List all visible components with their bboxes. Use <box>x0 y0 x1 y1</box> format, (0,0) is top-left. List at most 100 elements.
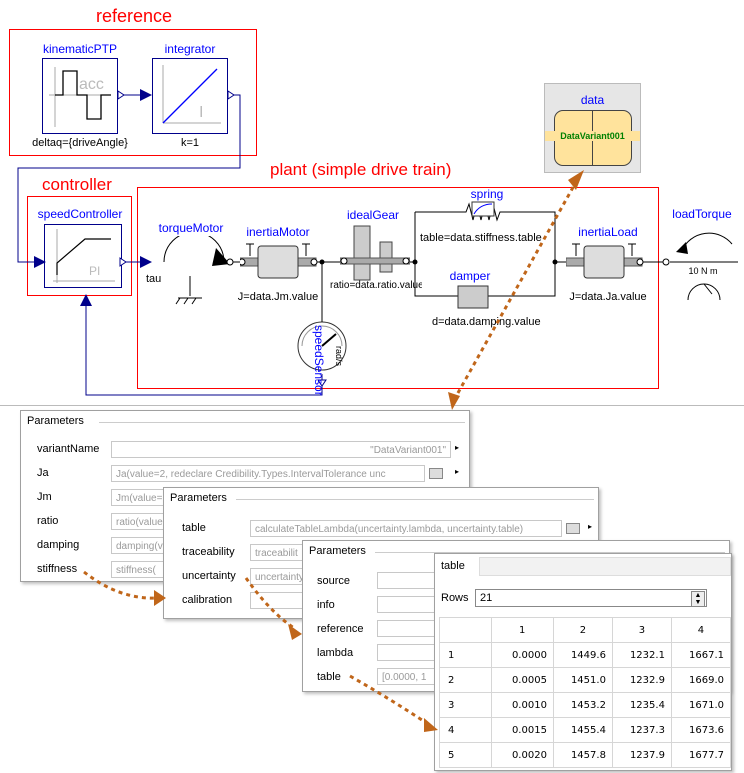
acc-profile-icon: acc <box>49 67 111 127</box>
param-label-uncertainty: uncertainty <box>182 570 236 582</box>
spring-name: spring <box>470 187 504 201</box>
table-row: 4 0.0015 1455.4 1237.3 1673.6 <box>439 717 731 743</box>
integrator-param: k=1 <box>180 137 200 149</box>
rows-label: Rows <box>441 592 469 604</box>
table-cell[interactable]: 1237.9 <box>611 742 672 768</box>
load-torque-icon[interactable] <box>662 222 742 306</box>
panel-header-rule <box>99 422 465 423</box>
data-name: data <box>580 93 605 107</box>
controller-label: controller <box>42 175 112 194</box>
rows-value: 21 <box>480 592 493 604</box>
integrator-name: integrator <box>164 42 216 56</box>
inertia-motor-param: J=data.Jm.value <box>237 291 319 303</box>
speed-controller-block[interactable]: PI <box>44 224 122 288</box>
param-label-source: source <box>317 575 351 587</box>
table-cell[interactable]: 1667.1 <box>670 642 731 668</box>
param-label-stiffness: stiffness <box>37 563 78 575</box>
table-editor-title: table <box>441 560 465 572</box>
inertia-load-name: inertiaLoad <box>578 225 638 239</box>
param-label-info: info <box>317 599 335 611</box>
integrator-block[interactable]: I <box>152 58 228 134</box>
param-menu-icon[interactable]: ▸ <box>455 467 460 476</box>
table-cell[interactable]: 1677.7 <box>670 742 731 768</box>
table-row: 5 0.0020 1457.8 1237.9 1677.7 <box>439 742 731 768</box>
table-cell[interactable]: 1669.0 <box>670 667 731 693</box>
ideal-gear-param: ratio=data.ratio.value <box>330 280 422 291</box>
table-cell[interactable]: 1449.6 <box>552 642 613 668</box>
corner-cell <box>439 617 492 643</box>
table-row: 2 0.0005 1451.0 1232.9 1669.0 <box>439 667 731 693</box>
panel-title: Parameters <box>27 415 84 427</box>
column-header: 1 <box>490 617 554 643</box>
column-header: 2 <box>552 617 613 643</box>
table-cell[interactable]: 0.0015 <box>490 717 554 743</box>
torque-motor-icon[interactable] <box>150 236 235 308</box>
row-header: 1 <box>439 642 492 668</box>
speed-sensor-unit: rad/s <box>334 346 344 367</box>
param-label-variantname: variantName <box>37 443 100 455</box>
diagram-canvas <box>0 405 744 406</box>
reference-label: reference <box>96 6 173 26</box>
inertia-motor-name: inertiaMotor <box>246 225 310 239</box>
pi-graph-icon: PI <box>53 229 115 283</box>
data-variant-text: DataVariant001 <box>545 131 640 141</box>
rows-stepper-icon[interactable]: ▲▼ <box>691 591 705 607</box>
row-header: 2 <box>439 667 492 693</box>
plant-label: plant (simple drive train) <box>270 160 452 179</box>
inertia-motor-icon[interactable] <box>240 240 320 284</box>
param-field-ja[interactable]: Ja(value=2, redeclare Credibility.Types.… <box>111 465 425 482</box>
table-cell[interactable]: 1673.6 <box>670 717 731 743</box>
param-label-ratio: ratio <box>37 515 59 527</box>
param-label-table: table <box>182 522 206 534</box>
param-field-table[interactable]: calculateTableLambda(uncertainty.lambda,… <box>250 520 562 537</box>
param-label-calibration: calibration <box>182 594 233 606</box>
param-menu-icon[interactable]: ▸ <box>455 443 460 452</box>
table-grid-container: 1 2 3 4 1 0.0000 1449.6 1232.1 1667.1 2 … <box>439 617 731 768</box>
table-cell[interactable]: 0.0005 <box>490 667 554 693</box>
param-label-table: table <box>317 671 341 683</box>
data-table: 1 2 3 4 1 0.0000 1449.6 1232.1 1667.1 2 … <box>439 617 731 768</box>
param-field-variantname[interactable]: "DataVariant001" <box>111 441 451 458</box>
kinematic-ptp-name: kinematicPTP <box>42 42 118 56</box>
data-record-block[interactable]: data DataVariant001 <box>544 83 641 173</box>
table-cell[interactable]: 1455.4 <box>552 717 613 743</box>
table-cell[interactable]: 0.0010 <box>490 692 554 718</box>
table-cell[interactable]: 1237.3 <box>611 717 672 743</box>
panel-header-rule <box>375 552 725 553</box>
arrowhead-data <box>568 170 584 190</box>
plant-frame <box>137 187 659 389</box>
param-label-traceability: traceability <box>182 546 235 558</box>
table-cell[interactable]: 1232.1 <box>611 642 672 668</box>
damper-icon[interactable] <box>440 284 496 310</box>
table-cell[interactable]: 0.0020 <box>490 742 554 768</box>
damper-name: damper <box>449 269 491 283</box>
inertia-load-icon[interactable] <box>566 240 646 284</box>
speed-sensor-icon[interactable]: rad/s <box>296 314 350 374</box>
spring-param: table=data.stiffness.table <box>420 232 542 244</box>
ideal-gear-name: idealGear <box>346 208 400 222</box>
table-cell[interactable]: 1671.0 <box>670 692 731 718</box>
spring-icon[interactable] <box>460 200 508 222</box>
param-menu-icon[interactable]: ▸ <box>588 522 593 531</box>
ideal-gear-icon[interactable] <box>340 224 410 282</box>
table-cell[interactable]: 1457.8 <box>552 742 613 768</box>
panel-title: Parameters <box>309 545 366 557</box>
rows-input[interactable]: 21 ▲▼ <box>475 589 707 607</box>
controller-frame <box>27 196 132 296</box>
param-table-icon[interactable] <box>566 523 580 534</box>
load-torque-inner: 10 N m <box>688 266 718 276</box>
param-label-ja: Ja <box>37 467 49 479</box>
table-row: 3 0.0010 1453.2 1235.4 1671.0 <box>439 692 731 718</box>
signal-connections <box>17 89 327 396</box>
param-table-icon[interactable] <box>429 468 443 479</box>
table-editor-title-field <box>479 557 731 576</box>
param-label-damping: damping <box>37 539 80 551</box>
inertia-load-param: J=data.Ja.value <box>569 291 647 303</box>
table-cell[interactable]: 1235.4 <box>611 692 672 718</box>
kinematic-ptp-param: deltaq={driveAngle} <box>32 137 128 149</box>
arrowhead-uncertainty <box>288 624 302 640</box>
row-header: 4 <box>439 717 492 743</box>
param-label-jm: Jm <box>37 491 52 503</box>
param-label-lambda: lambda <box>317 647 354 659</box>
